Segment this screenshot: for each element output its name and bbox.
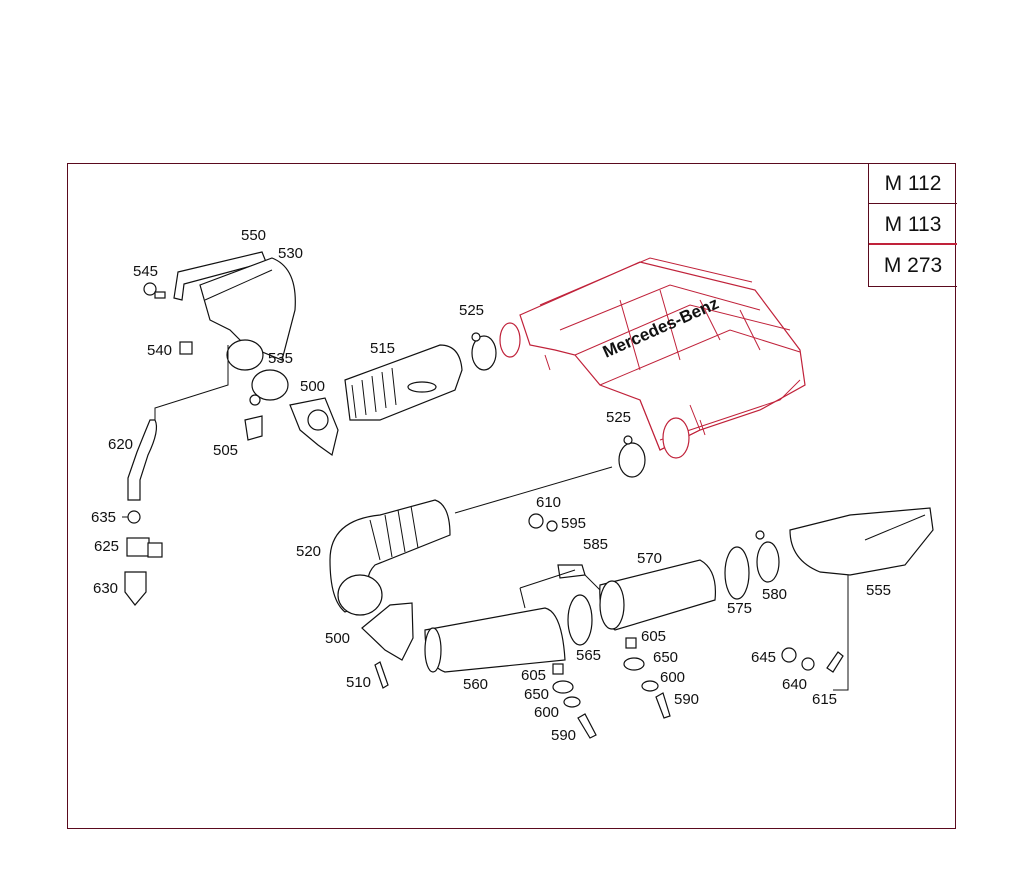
part-525-clamp-middle[interactable] [618, 435, 646, 478]
callout-605-right: 605 [641, 628, 666, 645]
callout-565: 565 [576, 647, 601, 664]
callout-505: 505 [213, 442, 238, 459]
callout-525-top: 525 [459, 302, 484, 319]
callout-545: 545 [133, 263, 158, 280]
part-565-seal-ring[interactable] [567, 594, 593, 646]
part-645-nut[interactable] [781, 647, 797, 663]
callout-540: 540 [147, 342, 172, 359]
callout-labels: 550 530 545 540 535 500 505 515 525 525 … [91, 227, 891, 744]
part-580-clamp[interactable] [755, 530, 780, 583]
part-630-valve[interactable] [124, 571, 147, 606]
callout-590-right: 590 [674, 691, 699, 708]
callout-590-left: 590 [551, 727, 576, 744]
leader-lines [122, 345, 849, 691]
part-560-intake-pipe[interactable] [424, 607, 566, 673]
diagram-frame [67, 163, 956, 829]
callout-580: 580 [762, 586, 787, 603]
part-640-washer[interactable] [801, 657, 815, 671]
callout-515: 515 [370, 340, 395, 357]
part-500-flange-top[interactable] [289, 397, 339, 457]
part-550-seal[interactable] [173, 251, 267, 301]
model-cell-m273[interactable]: M 273 [883, 254, 943, 277]
model-table: M 112 M 113 M 273 [868, 163, 957, 287]
part-535-clamp[interactable] [226, 339, 289, 406]
callout-595: 595 [561, 515, 586, 532]
callout-525-middle: 525 [606, 409, 631, 426]
callout-555: 555 [866, 582, 891, 599]
part-525-clamp-top[interactable] [471, 332, 497, 371]
callout-650-right: 650 [653, 649, 678, 666]
callout-610: 610 [536, 494, 561, 511]
part-610-nut[interactable] [528, 513, 544, 529]
callout-530: 530 [278, 245, 303, 262]
air-filter-housing[interactable]: Mercedes-Benz [499, 257, 806, 459]
part-545-bolt[interactable] [143, 282, 166, 299]
part-555-air-intake-snout[interactable] [789, 507, 934, 576]
callout-650-left: 650 [524, 686, 549, 703]
callout-585: 585 [583, 536, 608, 553]
part-510-bolt[interactable] [374, 661, 389, 689]
part-615-bracket[interactable] [826, 651, 844, 673]
part-570-air-pipe[interactable] [599, 559, 717, 631]
part-625-bracket[interactable] [126, 537, 163, 558]
callout-620: 620 [108, 436, 133, 453]
callout-560: 560 [463, 676, 488, 693]
callout-640: 640 [782, 676, 807, 693]
fastener-stack-right[interactable] [623, 637, 671, 719]
callout-605-left: 605 [521, 667, 546, 684]
part-635-clip[interactable] [127, 510, 141, 524]
callout-570: 570 [637, 550, 662, 567]
callout-520: 520 [296, 543, 321, 560]
callout-575: 575 [727, 600, 752, 617]
callout-550: 550 [241, 227, 266, 244]
callout-615: 615 [812, 691, 837, 708]
part-505-gasket[interactable] [244, 415, 263, 441]
part-575-seal-ring[interactable] [724, 546, 750, 600]
callout-600-right: 600 [660, 669, 685, 686]
part-620-hose[interactable] [127, 419, 158, 501]
callout-630: 630 [93, 580, 118, 597]
callout-500-bottom: 500 [325, 630, 350, 647]
callout-600-left: 600 [534, 704, 559, 721]
part-500-flange-bottom[interactable] [361, 602, 414, 661]
fastener-stack-left[interactable] [552, 663, 597, 739]
callout-500-top: 500 [300, 378, 325, 395]
part-540-clip[interactable] [179, 341, 193, 355]
part-520-elbow-hose[interactable] [329, 499, 451, 616]
callout-535: 535 [268, 350, 293, 367]
part-515-bellows-hose[interactable] [344, 344, 463, 421]
part-595-washer[interactable] [546, 520, 558, 532]
callout-645: 645 [751, 649, 776, 666]
callout-510: 510 [346, 674, 371, 691]
model-cell-m112[interactable]: M 112 [869, 163, 957, 204]
model-cell-m113[interactable]: M 113 [869, 204, 957, 245]
callout-625: 625 [94, 538, 119, 555]
callout-635: 635 [91, 509, 116, 526]
